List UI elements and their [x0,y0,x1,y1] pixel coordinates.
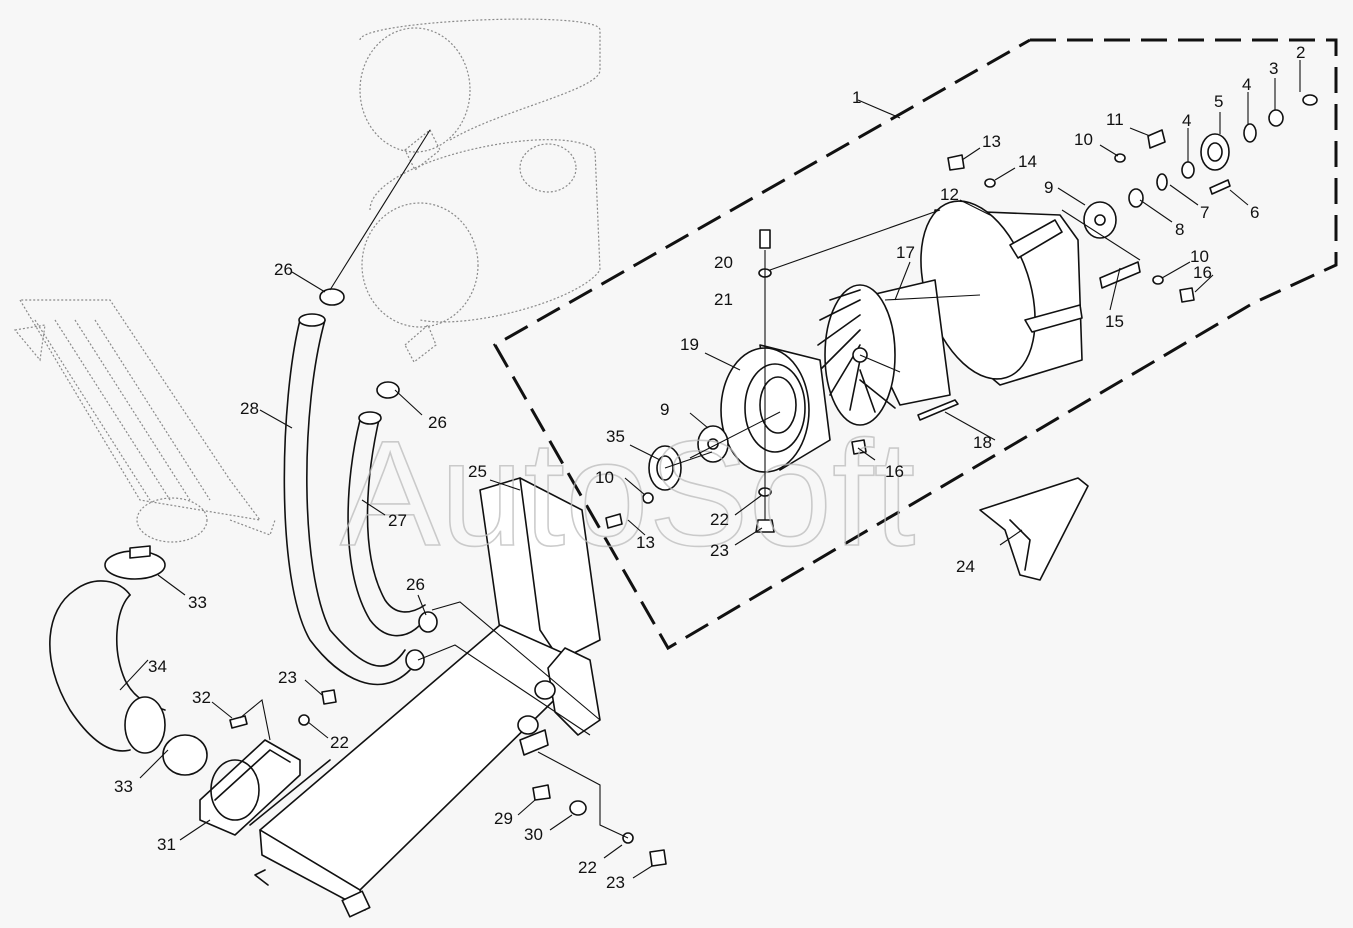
callout-13: 13 [982,132,1001,151]
callout-19: 19 [680,335,699,354]
callout-26: 26 [274,260,293,279]
callout-23: 23 [278,668,297,687]
callout-14: 14 [1018,152,1037,171]
blower-assembly-boundary [492,38,1338,651]
fasteners [605,94,1318,533]
callout-4: 4 [1242,75,1251,94]
callout-28: 28 [240,399,259,418]
callout-labels: 1 2 3 4 4 5 6 7 8 9 9 10 10 10 11 12 13 … [114,43,1305,892]
callout-24: 24 [956,557,975,576]
watermark: AutoSoft [340,409,915,577]
callout-31: 31 [157,835,176,854]
callout-10: 10 [1074,130,1093,149]
callout-27: 27 [388,511,407,530]
callout-13: 13 [636,533,655,552]
callout-15: 15 [1105,312,1124,331]
callout-9: 9 [1044,178,1053,197]
callout-7: 7 [1200,203,1209,222]
callout-2: 2 [1296,43,1305,62]
callout-35: 35 [606,427,625,446]
callout-29: 29 [494,809,513,828]
callout-21: 21 [714,290,733,309]
reference-engine-outline [13,18,601,543]
callout-32: 32 [192,688,211,707]
callout-26: 26 [406,575,425,594]
callout-6: 6 [1250,203,1259,222]
mount-hardware [532,784,667,867]
callout-23: 23 [606,873,625,892]
callout-11: 11 [1106,110,1124,129]
callout-34: 34 [148,657,167,676]
callout-17: 17 [896,243,915,262]
heat-exchanger [249,477,601,918]
callout-18: 18 [973,433,992,452]
callout-33: 33 [114,777,133,796]
callout-12: 12 [940,185,959,204]
callout-16: 16 [885,462,904,481]
callout-5: 5 [1214,92,1223,111]
callout-33: 33 [188,593,207,612]
callout-10: 10 [1190,247,1209,266]
flange [199,689,337,836]
callout-1: 1 [852,88,861,107]
bracket [979,477,1089,581]
callout-23: 23 [710,541,729,560]
air-duct [49,545,208,776]
callout-16: 16 [1193,263,1212,282]
callout-10: 10 [595,468,614,487]
pulley [1083,133,1230,239]
callout-30: 30 [524,825,543,844]
callout-22: 22 [330,733,349,752]
hoses [283,288,438,686]
leader-lines [119,60,1301,879]
callout-4: 4 [1182,111,1191,130]
callout-26: 26 [428,413,447,432]
callout-22: 22 [710,510,729,529]
callout-25: 25 [468,462,487,481]
fan-wheel [817,279,951,426]
callout-22: 22 [578,858,597,877]
callout-20: 20 [714,253,733,272]
callout-9: 9 [660,400,669,419]
callout-8: 8 [1175,220,1184,239]
callout-3: 3 [1269,59,1278,78]
